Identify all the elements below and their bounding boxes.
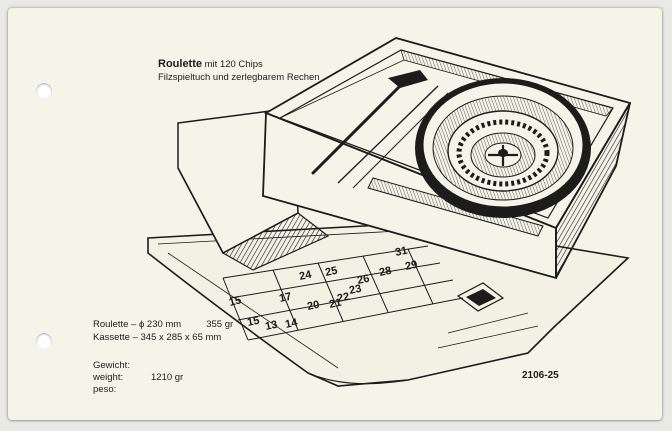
rake-handle: [311, 81, 405, 175]
punch-hole-bottom: [36, 333, 52, 349]
layout-number: 26: [356, 273, 370, 287]
layout-number: 15: [246, 315, 260, 329]
layout-number: 14: [284, 316, 299, 330]
roulette-illustration: 31 28 29 26 24 25 22 23 15 17 20 21 13 1…: [147, 37, 632, 387]
roulette-dimension: Roulette – ϕ 230 mm: [93, 319, 182, 330]
catalog-card: 31 28 29 26 24 25 22 23 15 17 20 21 13 1…: [8, 8, 662, 420]
layout-number: 21: [328, 297, 342, 311]
rake-head: [388, 70, 428, 88]
product-specs: Roulette – ϕ 230 mm 355 gr Kassette – 34…: [93, 318, 233, 344]
weight-block: Gewicht: weight: 1210 gr peso:: [93, 360, 183, 396]
layout-number: 24: [298, 268, 313, 282]
product-title-block: Roulette mit 120 Chips Filzspieltuch und…: [158, 58, 320, 84]
punch-hole-top: [36, 83, 52, 99]
roulette-wheel: [415, 78, 591, 218]
weight-label-fr: peso:: [93, 384, 117, 395]
layout-number: 25: [324, 265, 338, 279]
diamond-icon: [456, 282, 505, 312]
product-name: Roulette: [158, 58, 202, 70]
article-number: 2106-25: [522, 370, 559, 381]
layout-number: 13: [264, 319, 278, 333]
weight-label-en: weight:: [93, 372, 124, 383]
layout-number: 31: [394, 245, 408, 259]
weight-label-de: Gewicht:: [93, 360, 130, 371]
product-name-suffix: mit 120 Chips: [204, 59, 263, 70]
layout-number: 23: [348, 283, 362, 297]
layout-number: 29: [404, 259, 418, 273]
product-subtitle: Filzspieltuch und zerlegbarem Rechen: [158, 72, 320, 83]
layout-number: 17: [278, 291, 292, 305]
layout-number: 22: [336, 291, 350, 305]
layout-number: 15: [228, 294, 243, 309]
layout-number: 28: [378, 265, 392, 279]
roulette-weight: 355 gr: [206, 319, 234, 330]
layout-number: 20: [306, 299, 320, 313]
weight-value: 1210 gr: [151, 372, 184, 383]
kassette-dimension: Kassette – 345 x 285 x 65 mm: [93, 332, 222, 343]
